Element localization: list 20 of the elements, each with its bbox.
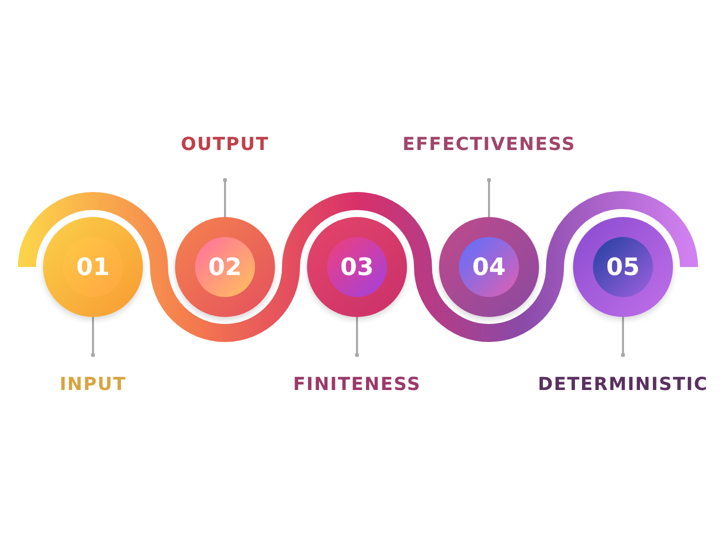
step-label: OUTPUT (125, 132, 325, 180)
step-label: FINITENESS (257, 355, 457, 397)
step-circle (175, 217, 275, 317)
step-label: INPUT (0, 355, 193, 397)
leader-line (91, 317, 95, 357)
step-number: 02 (195, 237, 255, 297)
leader-line (223, 178, 227, 217)
step-circle (573, 217, 673, 317)
step-number: 04 (459, 237, 519, 297)
step-number: 03 (327, 237, 387, 297)
leader-line (487, 178, 491, 217)
leader-line (621, 317, 625, 357)
step-circle (439, 217, 539, 317)
leader-line (355, 317, 359, 357)
step-circle (43, 217, 143, 317)
step-circle (307, 217, 407, 317)
step-number: 05 (593, 237, 653, 297)
step-label: DETERMINISTIC (523, 355, 720, 397)
step-label: EFFECTIVENESS (389, 132, 589, 180)
step-number: 01 (63, 237, 123, 297)
